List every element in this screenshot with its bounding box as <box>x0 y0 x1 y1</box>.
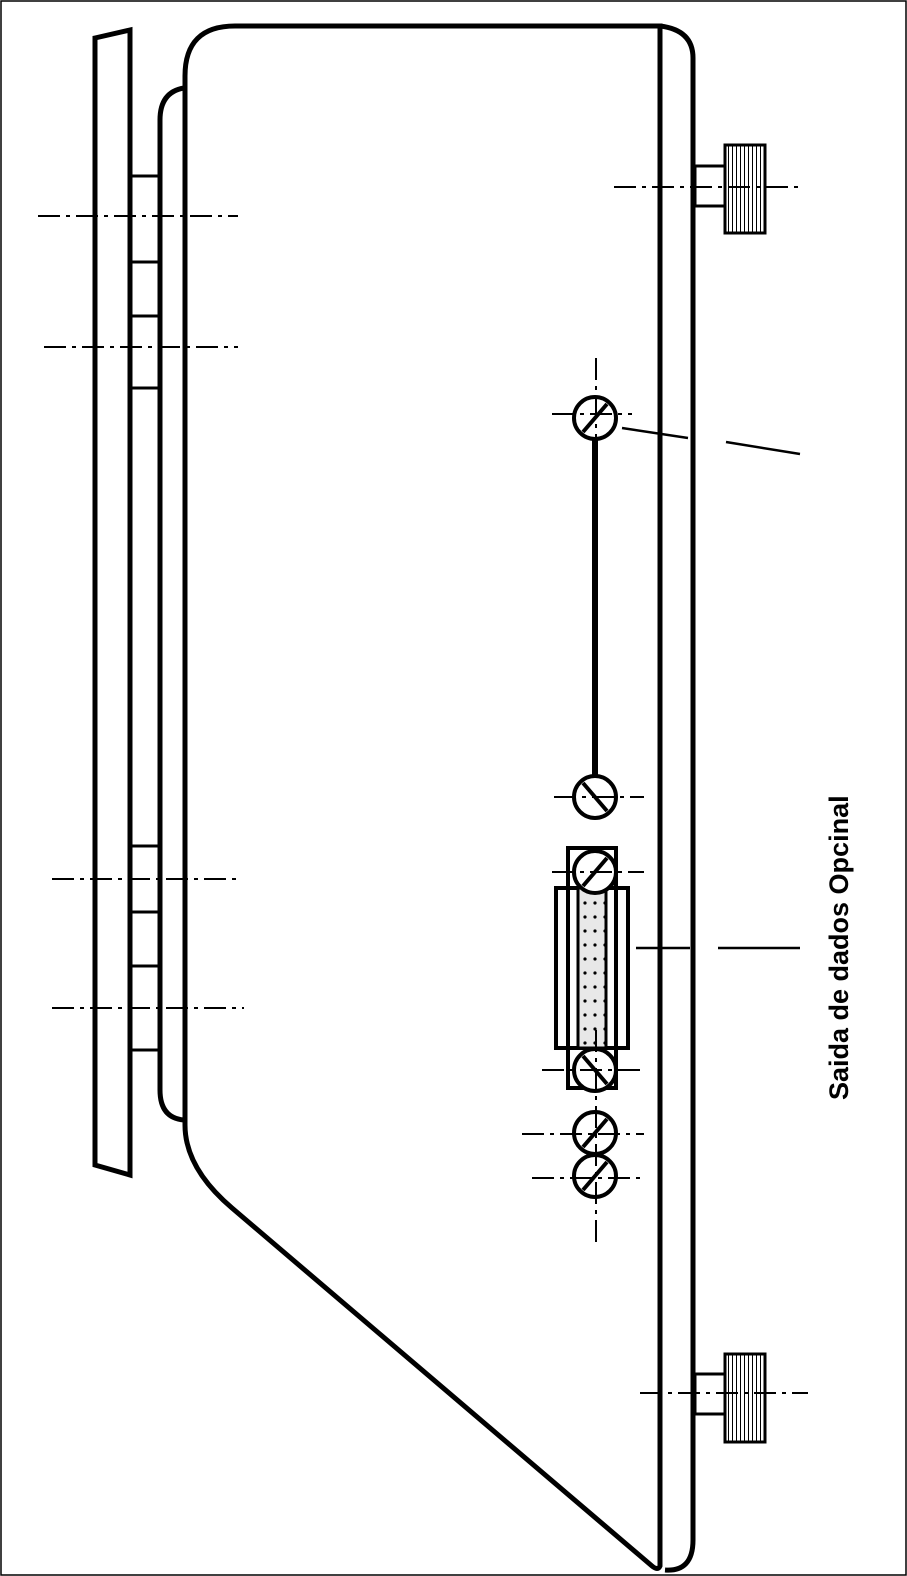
platter-bracket <box>157 85 185 1123</box>
housing-body <box>182 23 663 1571</box>
weighing-platter <box>92 26 133 1179</box>
center-lines <box>38 186 808 1394</box>
leveling-foot-bottom <box>693 1352 767 1444</box>
leader-lines <box>621 426 801 950</box>
base-plate <box>659 23 696 1573</box>
platter-support-blocks <box>129 174 162 1052</box>
leveling-foot-top <box>693 143 767 235</box>
caption-text: Saida de dados Opcinal <box>824 795 854 1100</box>
